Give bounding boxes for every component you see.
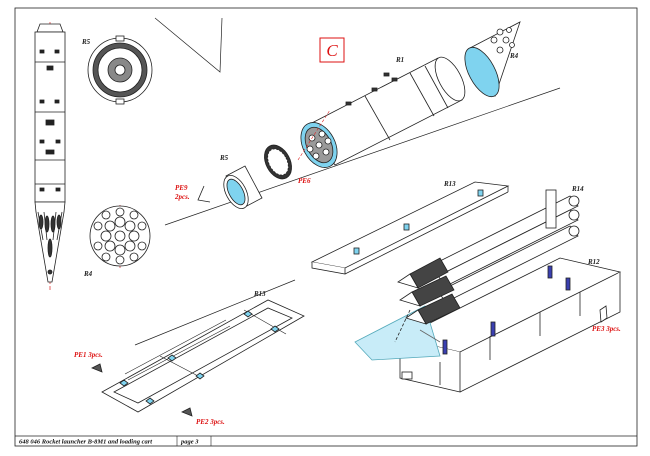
label-r4-left: R4 xyxy=(83,270,93,278)
callout-pe9-quantity: 2pcs. xyxy=(174,193,190,201)
page-frame xyxy=(14,7,638,447)
callout-pe9: PE9 xyxy=(175,184,188,192)
section-letter: C xyxy=(326,41,338,60)
footer-title: 648 046 Rocket launcher B-8M1 and loadin… xyxy=(19,439,152,446)
pod-side-view xyxy=(34,22,66,290)
r5-face-view xyxy=(87,35,153,105)
loading-cart xyxy=(310,181,622,393)
label-r14: R14 xyxy=(571,185,584,193)
section-letter-box xyxy=(319,37,345,63)
panel-divider xyxy=(154,17,223,73)
callout-pe2: PE2 3pcs. xyxy=(196,418,225,426)
exploded-pod-assembly xyxy=(197,21,521,209)
callout-pe1: PE1 3pcs. xyxy=(74,351,103,359)
label-r12: R12 xyxy=(587,258,600,266)
footer-page: page 3 xyxy=(180,439,199,446)
r4-face-view xyxy=(89,205,151,268)
label-r5-top: R5 xyxy=(81,38,91,46)
label-r1: R1 xyxy=(395,56,404,64)
callout-pe3: PE3 3pcs. xyxy=(592,325,621,333)
panel-divider xyxy=(134,279,296,346)
label-r5-mid: R5 xyxy=(219,154,229,162)
label-r4-top: R4 xyxy=(509,52,519,60)
label-r13-bottom: R13 xyxy=(253,290,266,298)
flat-frame-r13 xyxy=(91,299,305,417)
label-r13-top: R13 xyxy=(443,180,456,188)
callout-pe6: PE6 xyxy=(298,177,311,185)
